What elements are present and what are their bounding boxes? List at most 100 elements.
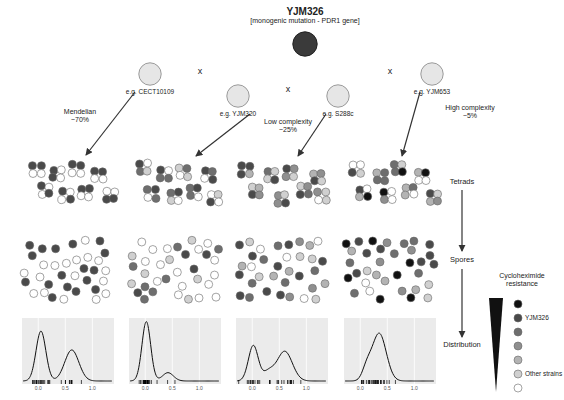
rug-mark — [378, 380, 379, 384]
spore — [128, 280, 136, 288]
spore — [248, 279, 256, 287]
spore — [363, 267, 371, 275]
density-curve — [23, 331, 112, 381]
spore — [256, 245, 264, 253]
rug-mark — [146, 380, 147, 384]
tetrad-spore — [99, 168, 107, 176]
axis-tick: 1.0 — [196, 386, 203, 392]
strain-label: e.g. S288c — [322, 110, 353, 117]
rug-mark — [259, 380, 260, 384]
tetrad-spore — [85, 185, 93, 193]
plot-panel — [344, 318, 436, 384]
legend-label: Other strains — [525, 370, 562, 377]
step-label: Spores — [450, 256, 474, 265]
tetrad-spore — [144, 159, 152, 167]
tetrad-spore — [143, 186, 151, 194]
legend-swatch — [514, 370, 522, 378]
axis-tick: 1.0 — [303, 386, 310, 392]
class-label: High complexity ~5% — [443, 104, 497, 120]
spore — [40, 261, 48, 269]
strain-label: e.g. CECT10109 — [126, 88, 174, 95]
rug-mark — [369, 380, 370, 384]
rug-mark — [40, 380, 41, 384]
spore — [195, 245, 203, 253]
rug-mark — [32, 380, 33, 384]
spore — [407, 294, 415, 302]
density-plot — [129, 318, 221, 384]
cross-arrows — [86, 92, 462, 337]
tetrad-spore — [390, 161, 398, 169]
spore — [350, 289, 358, 297]
rug-mark — [363, 380, 364, 384]
tetrad-spore — [209, 176, 217, 184]
tetrad-spore — [349, 161, 357, 169]
tetrad-spore — [174, 188, 182, 196]
spore — [398, 287, 406, 295]
rug-mark — [71, 380, 72, 384]
rug-mark — [139, 380, 140, 384]
axis-tick: 1.0 — [411, 386, 418, 392]
tetrad-spore — [57, 174, 65, 182]
rug-mark — [48, 380, 49, 384]
spore — [412, 286, 420, 294]
tetrad-spore — [282, 199, 290, 207]
spore — [274, 242, 282, 250]
strain-cell: YJM326[monogenic mutation - PDR1 gene] — [292, 31, 318, 57]
rug-mark — [37, 380, 38, 384]
tetrad-spore — [380, 196, 388, 204]
rug-mark — [140, 380, 141, 384]
scale-dot — [514, 300, 522, 308]
spore — [30, 289, 38, 297]
spore — [92, 295, 100, 303]
grid-line — [38, 318, 39, 384]
rug-mark — [291, 380, 292, 384]
rug-mark — [252, 380, 253, 384]
rug-mark — [290, 380, 291, 384]
spore — [58, 271, 66, 279]
rug-mark — [143, 380, 144, 384]
rug-mark — [249, 380, 250, 384]
tetrad-spore — [58, 196, 66, 204]
rug-mark — [376, 380, 377, 384]
step-arrow — [461, 190, 462, 251]
spore — [353, 269, 361, 277]
tetrad-spore — [57, 166, 65, 174]
spore — [99, 277, 107, 285]
strain-title: YJM326 — [286, 6, 323, 18]
spore — [92, 286, 100, 294]
scale-dot — [514, 384, 522, 392]
spore — [26, 241, 34, 249]
spore — [249, 252, 257, 260]
rug-mark — [254, 380, 255, 384]
spore — [141, 270, 149, 278]
spore — [212, 293, 220, 301]
rug-mark — [167, 380, 168, 384]
rug-mark — [36, 380, 37, 384]
density-curve — [237, 345, 326, 381]
tetrad-spore — [151, 185, 159, 193]
tetrad-spore — [85, 193, 93, 201]
spore — [102, 290, 110, 298]
grid-line — [199, 318, 200, 384]
legend-swatch — [514, 314, 522, 322]
rug-mark — [34, 380, 35, 384]
cell-outline — [138, 62, 162, 86]
strain-label: e.g. YJM320 — [220, 110, 256, 117]
axis-tick: 1.0 — [89, 386, 96, 392]
rug-mark — [386, 380, 387, 384]
tetrad-spore — [77, 192, 85, 200]
rug-mark — [377, 380, 378, 384]
spore — [270, 272, 278, 280]
spore — [174, 243, 182, 251]
spore-group — [20, 236, 110, 303]
grid-line — [387, 318, 388, 384]
tetrad-spore — [110, 194, 118, 202]
tetrad-spore — [414, 168, 422, 176]
tetrad-spore — [315, 196, 323, 204]
tetrad-spore — [215, 198, 223, 206]
spore — [296, 238, 304, 246]
spore — [376, 295, 384, 303]
rug-mark — [378, 380, 379, 384]
spore — [393, 271, 401, 279]
